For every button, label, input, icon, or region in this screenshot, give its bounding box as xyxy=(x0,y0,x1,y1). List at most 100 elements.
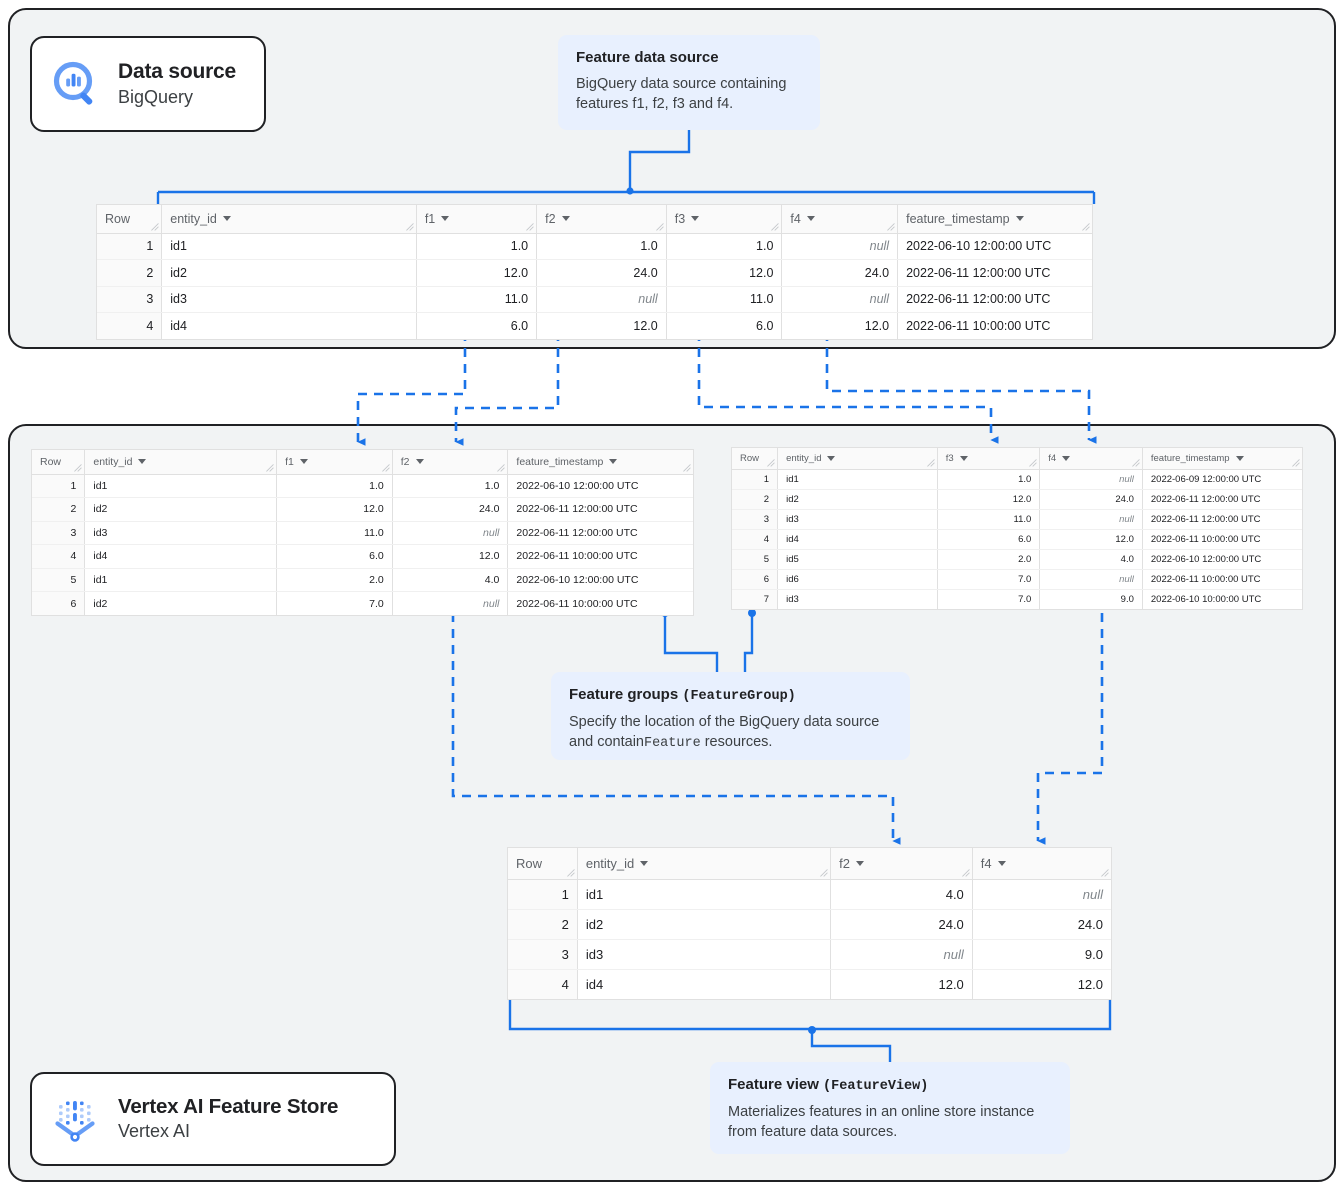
chevron-down-icon[interactable] xyxy=(640,860,649,866)
chevron-down-icon[interactable] xyxy=(415,459,424,465)
chevron-down-icon[interactable] xyxy=(1235,455,1244,461)
table-cell: 24.0 xyxy=(536,259,667,287)
column-header-Row[interactable]: Row xyxy=(508,848,578,880)
table-cell: 1.0 xyxy=(392,474,509,498)
column-header-label: feature_timestamp xyxy=(516,455,604,468)
column-header-label: Row xyxy=(40,455,62,468)
column-header-Row[interactable]: Row xyxy=(32,450,86,475)
table-cell: id4 xyxy=(577,969,832,999)
chevron-down-icon[interactable] xyxy=(609,459,618,465)
column-header-f2[interactable]: f2 xyxy=(536,205,667,234)
chevron-down-icon[interactable] xyxy=(959,455,968,461)
column-header-Row[interactable]: Row xyxy=(97,205,163,234)
table-cell: id3 xyxy=(777,589,938,609)
table-cell: 12.0 xyxy=(1039,529,1143,550)
table-cell: 11.0 xyxy=(937,509,1041,530)
column-header-f3[interactable]: f3 xyxy=(666,205,783,234)
column-header-entity_id[interactable]: entity_id xyxy=(577,848,832,880)
table-cell: 4 xyxy=(508,969,578,999)
column-header-entity_id[interactable]: entity_id xyxy=(777,448,938,470)
column-header-feature_timestamp[interactable]: feature_timestamp xyxy=(1142,448,1302,470)
column-header-f1[interactable]: f1 xyxy=(416,205,538,234)
chevron-down-icon[interactable] xyxy=(441,216,450,222)
table-cell: 3 xyxy=(732,509,779,530)
table-cell: null xyxy=(781,233,899,260)
table-cell: id3 xyxy=(84,521,278,545)
column-header-label: f1 xyxy=(424,211,436,226)
table-cell: null xyxy=(972,879,1111,910)
table-cell: 6 xyxy=(732,569,779,590)
chevron-down-icon[interactable] xyxy=(855,860,864,866)
column-header-f4[interactable]: f4 xyxy=(1039,448,1143,470)
table-cell: 3 xyxy=(97,286,163,313)
column-header-label: feature_timestamp xyxy=(906,211,1010,226)
chip-title: Vertex AI Feature Store xyxy=(118,1095,339,1119)
table-cell: 6.0 xyxy=(666,312,783,339)
column-header-Row[interactable]: Row xyxy=(732,448,779,470)
chevron-down-icon[interactable] xyxy=(299,459,308,465)
column-header-f2[interactable]: f2 xyxy=(392,450,509,475)
table-cell: 12.0 xyxy=(937,489,1041,510)
chevron-down-icon[interactable] xyxy=(806,216,815,222)
callout-body-part2: resources. xyxy=(700,734,773,751)
column-header-label: feature_timestamp xyxy=(1150,452,1230,464)
table-cell: 2022-06-11 10:00:00 UTC xyxy=(507,544,693,569)
column-header-f4[interactable]: f4 xyxy=(781,205,899,234)
chevron-down-icon[interactable] xyxy=(827,455,836,461)
chevron-down-icon[interactable] xyxy=(561,216,570,222)
table-cell: 2 xyxy=(32,497,86,522)
table-cell: id6 xyxy=(777,569,938,590)
column-header-f3[interactable]: f3 xyxy=(937,448,1041,470)
table-cell: 5 xyxy=(32,568,86,592)
chevron-down-icon[interactable] xyxy=(1015,216,1024,222)
table-cell: id5 xyxy=(777,549,938,570)
column-header-feature_timestamp[interactable]: feature_timestamp xyxy=(897,205,1092,234)
table-cell: 2.0 xyxy=(276,568,393,592)
table-cell: 11.0 xyxy=(416,286,538,313)
column-header-feature_timestamp[interactable]: feature_timestamp xyxy=(507,450,693,475)
table-cell: id1 xyxy=(777,469,938,490)
column-header-f2[interactable]: f2 xyxy=(830,848,973,880)
column-header-f1[interactable]: f1 xyxy=(276,450,393,475)
chevron-down-icon[interactable] xyxy=(138,459,147,465)
chevron-down-icon[interactable] xyxy=(997,860,1006,866)
column-header-entity_id[interactable]: entity_id xyxy=(161,205,417,234)
table-cell: 12.0 xyxy=(416,259,538,287)
chevron-down-icon[interactable] xyxy=(1062,455,1071,461)
chevron-down-icon[interactable] xyxy=(222,216,231,222)
table-cell: id2 xyxy=(577,909,832,940)
table-cell: 2022-06-11 12:00:00 UTC xyxy=(897,286,1092,313)
column-header-f4[interactable]: f4 xyxy=(972,848,1111,880)
column-header-entity_id[interactable]: entity_id xyxy=(84,450,278,475)
table-cell: 1 xyxy=(32,474,86,498)
chevron-down-icon[interactable] xyxy=(691,216,700,222)
table-cell: 12.0 xyxy=(781,312,899,339)
table-cell: id1 xyxy=(577,879,832,910)
